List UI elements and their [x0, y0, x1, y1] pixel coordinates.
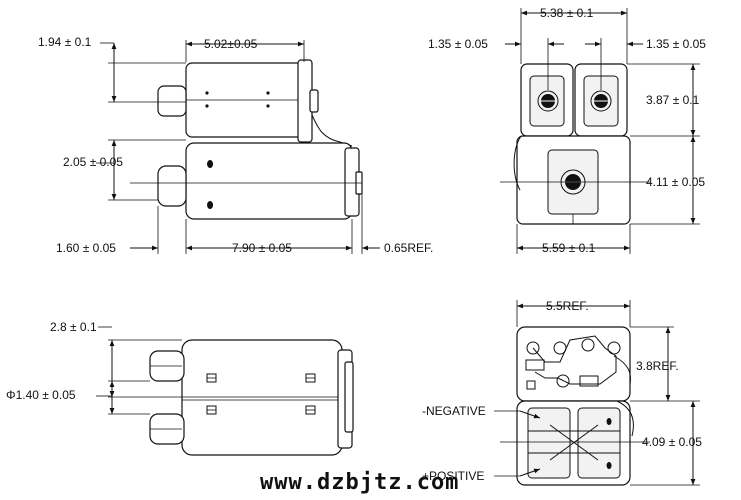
- dim-2-8: 2.8 ± 0.1: [50, 320, 97, 334]
- dim-5-59: 5.59 ± 0.1: [542, 241, 596, 255]
- bottom-view: 5.5REF. 3.8REF. 4.09 ± 0.05 -NEGATIVE +P…: [422, 299, 702, 486]
- top-view-body: [181, 339, 343, 456]
- dim-5-38: 5.38 ± 0.1: [540, 6, 594, 20]
- positive-pad: [577, 407, 621, 479]
- dim-2-05: 2.05 ± 0.05: [63, 155, 123, 169]
- dim-0-65ref: 0.65REF.: [384, 241, 433, 255]
- dim-4-11: 4.11 ± 0.05: [646, 175, 705, 189]
- negative-pad: [527, 407, 571, 479]
- dim-1-35-left: 1.35 ± 0.05: [428, 37, 488, 51]
- pcb-block: [516, 326, 631, 402]
- negative-label: -NEGATIVE: [422, 404, 486, 418]
- dim-7-90: 7.90 ± 0.05: [232, 241, 292, 255]
- upper-terminal: [157, 85, 187, 117]
- watermark-text: www.dzbjtz.com: [260, 470, 459, 495]
- side-view-top: 5.02±0.05 1.94 ± 0.1 2.05 ± 0.05 1.60 ± …: [38, 35, 433, 255]
- end-view-top: 5.38 ± 0.1 1.35 ± 0.05 1.35 ± 0.05 3.87 …: [428, 6, 706, 255]
- top-view-lower: 2.8 ± 0.1 Φ1.40 ± 0.05: [6, 320, 354, 456]
- main-terminal: [157, 165, 187, 207]
- dim-4-09: 4.09 ± 0.05: [642, 435, 702, 449]
- marker-group: [206, 373, 316, 415]
- dim-1-35-right: 1.35 ± 0.05: [646, 37, 706, 51]
- dim-3-87: 3.87 ± 0.1: [646, 93, 700, 107]
- dim-5-5ref: 5.5REF.: [546, 299, 589, 313]
- dim-3-8ref: 3.8REF.: [636, 359, 679, 373]
- dim-phi-1-40: Φ1.40 ± 0.05: [6, 388, 76, 402]
- dim-1-60: 1.60 ± 0.05: [56, 241, 116, 255]
- dim-1-94: 1.94 ± 0.1: [38, 35, 92, 49]
- positive-label: +POSITIVE: [422, 469, 484, 483]
- dim-5-02: 5.02±0.05: [204, 37, 258, 51]
